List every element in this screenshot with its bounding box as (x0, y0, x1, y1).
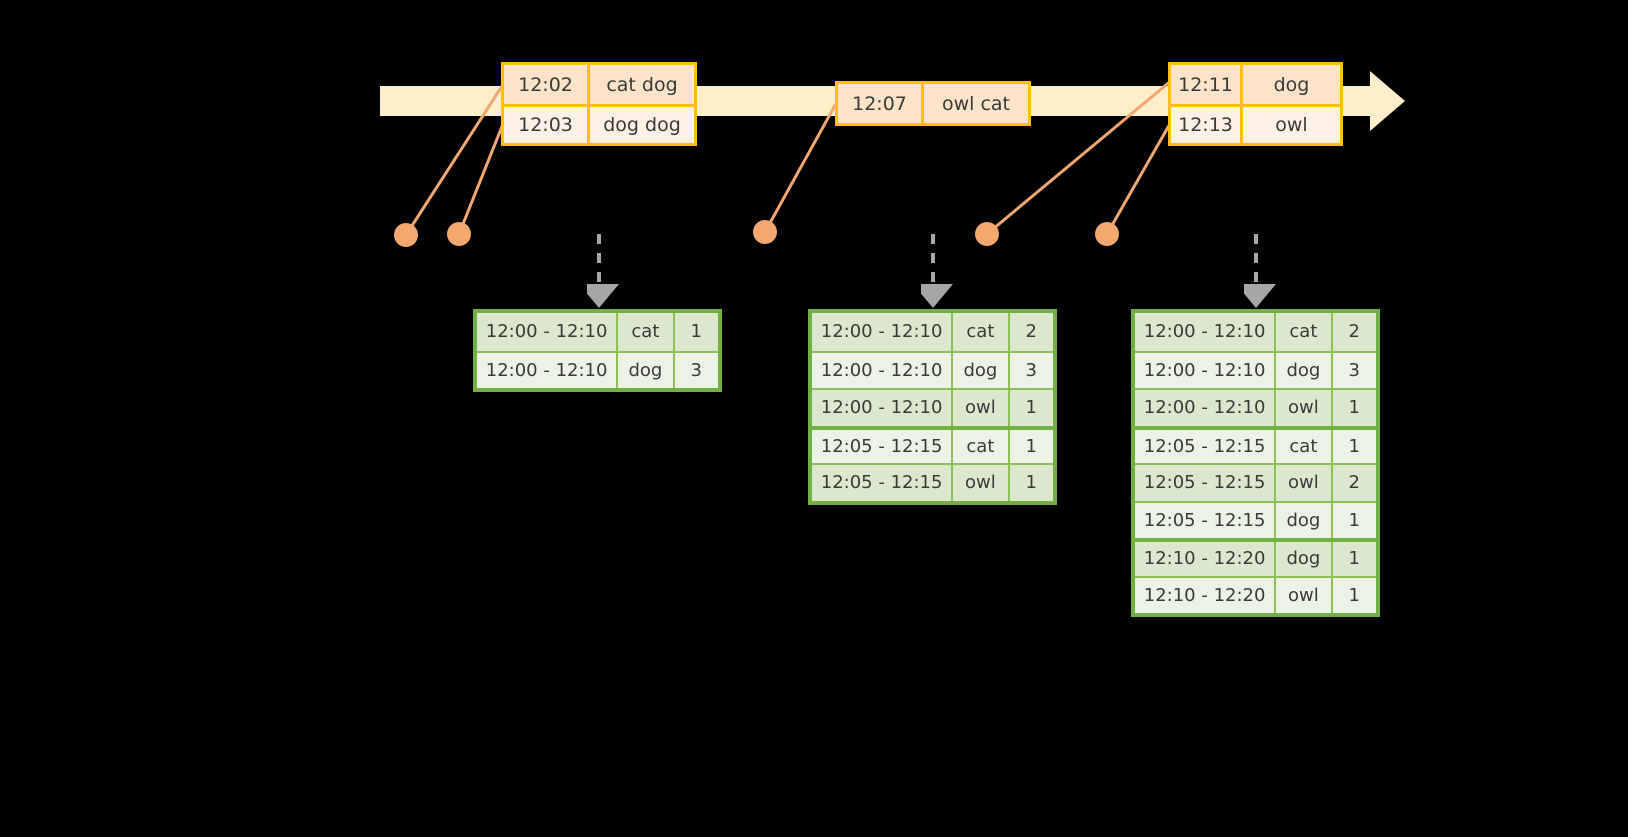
cell-key: owl (1276, 390, 1333, 426)
cell-window: 12:00 - 12:10 (1135, 390, 1277, 426)
event-message: dog (1273, 73, 1310, 96)
flow-arrows (599, 234, 1256, 296)
marker-dot-4 (975, 222, 999, 246)
cell-key: cat (1276, 313, 1333, 351)
cell-window: 12:00 - 12:10 (477, 313, 619, 351)
cell-count: 1 (1025, 397, 1037, 419)
event-time: 12:13 (1171, 107, 1243, 143)
cell-window: 12:00 - 12:10 (812, 352, 954, 388)
cell-count: 1 (1348, 435, 1360, 457)
cell-window: 12:05 - 12:15 (812, 465, 954, 501)
cell-key: cat (953, 429, 1010, 463)
event-message: owl (1275, 114, 1308, 136)
event-message: owl cat (941, 92, 1011, 115)
event-time: 12:03 (504, 107, 590, 143)
cell-window: 12:10 - 12:20 (1135, 577, 1277, 613)
cell-count: 2 (1348, 472, 1360, 494)
leader-line-3 (763, 99, 840, 233)
event-message: dog dog (603, 114, 681, 136)
timeline-event-box-3[interactable]: 12:11 dog 12:13 owl (1168, 62, 1343, 146)
event-time: 12:11 (1171, 65, 1243, 104)
cell-count: 1 (1348, 509, 1360, 531)
event-time: 12:02 (504, 65, 590, 104)
timeline-event-row: 12:13 owl (1171, 104, 1340, 143)
marker-dot-2 (447, 222, 471, 246)
cell-key: owl (953, 390, 1010, 426)
marker-dot-5 (1095, 222, 1119, 246)
event-message: cat dog (606, 73, 678, 96)
timeline-event-row: 12:07 owl cat (838, 84, 1028, 123)
cell-window: 12:00 - 12:10 (1135, 313, 1277, 351)
timeline-event-box-2[interactable]: 12:07 owl cat (835, 81, 1031, 126)
cell-count: 1 (1025, 435, 1037, 457)
cell-count: 1 (1025, 472, 1037, 494)
cell-window: 12:00 - 12:10 (1135, 352, 1277, 388)
cell-key: dog (618, 352, 675, 388)
cell-key: cat (1276, 429, 1333, 463)
marker-dot-3 (753, 220, 777, 244)
cell-key: owl (1276, 465, 1333, 501)
cell-window: 12:05 - 12:15 (1135, 465, 1277, 501)
timeline-event-box-1[interactable]: 12:02 cat dog 12:03 dog dog (501, 62, 697, 146)
leader-line-2 (457, 123, 505, 235)
cell-count: 2 (1025, 321, 1037, 343)
cell-count: 1 (1348, 584, 1360, 606)
timeline-event-row: 12:11 dog (1171, 65, 1340, 104)
leader-line-5 (1105, 121, 1173, 235)
cell-window: 12:00 - 12:10 (812, 390, 954, 426)
cell-window: 12:05 - 12:15 (1135, 429, 1277, 463)
cell-count: 1 (1348, 548, 1360, 570)
timeline-arrowhead-icon (1370, 71, 1405, 131)
cell-key: cat (953, 313, 1010, 351)
cell-key: cat (618, 313, 675, 351)
event-time: 12:07 (838, 84, 924, 123)
cell-window: 12:05 - 12:15 (1135, 502, 1277, 538)
cell-key: owl (953, 465, 1010, 501)
cell-key: owl (1276, 577, 1333, 613)
cell-count: 2 (1348, 321, 1360, 343)
cell-count: 3 (1348, 359, 1360, 381)
cell-window: 12:00 - 12:10 (477, 352, 619, 388)
timeline-event-row: 12:03 dog dog (504, 104, 694, 143)
cell-count: 3 (690, 359, 702, 381)
cell-key: dog (1276, 502, 1333, 538)
cell-window: 12:10 - 12:20 (1135, 542, 1277, 576)
cell-key: dog (1276, 542, 1333, 576)
cell-key: dog (953, 352, 1010, 388)
cell-count: 1 (1348, 397, 1360, 419)
marker-dot-1 (394, 223, 418, 247)
cell-count: 1 (690, 321, 702, 343)
cell-window: 12:05 - 12:15 (812, 429, 954, 463)
timeline-event-row: 12:02 cat dog (504, 65, 694, 104)
cell-window: 12:00 - 12:10 (812, 313, 954, 351)
cell-key: dog (1276, 352, 1333, 388)
marker-dots (394, 220, 1119, 247)
cell-count: 3 (1025, 359, 1037, 381)
